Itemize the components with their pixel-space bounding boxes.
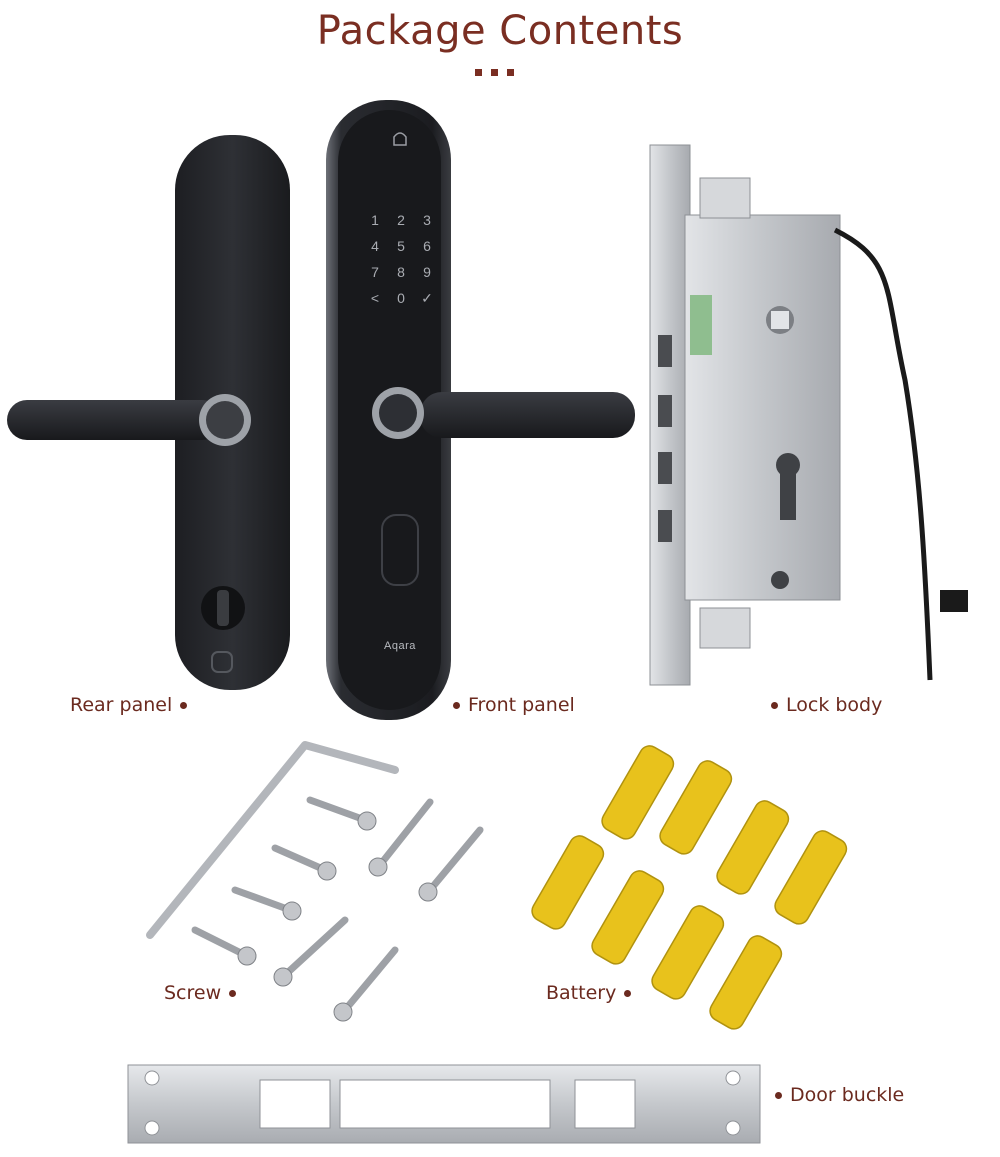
- battery-image: [531, 745, 848, 1030]
- keypad-key: 2: [397, 212, 405, 228]
- rear-panel-label: Rear panel: [70, 694, 195, 716]
- bullet-icon: [771, 702, 778, 709]
- keypad-key: 8: [397, 264, 405, 280]
- brand-logo: Aqara: [384, 640, 416, 652]
- keypad-key: 1: [371, 212, 379, 228]
- bullet-icon: [775, 1092, 782, 1099]
- page-title: Package Contents: [316, 8, 684, 54]
- rear-panel-image: [7, 135, 290, 690]
- title-divider: [475, 69, 514, 76]
- screw-label: Screw: [164, 982, 244, 1004]
- door-buckle-label: Door buckle: [767, 1084, 904, 1106]
- bullet-icon: [180, 702, 188, 709]
- keypad-key: 5: [397, 238, 405, 254]
- keypad-key: <: [370, 290, 380, 306]
- keypad-key: 7: [371, 264, 379, 280]
- keypad-key: ✓: [421, 290, 433, 306]
- lock-body-label: Lock body: [763, 694, 882, 716]
- keypad-key: 4: [371, 238, 379, 254]
- door-buckle-image: [127, 1064, 761, 1144]
- keypad-key: 6: [423, 238, 431, 254]
- bullet-icon: [229, 990, 237, 997]
- front-panel-label: Front panel: [445, 694, 575, 716]
- front-panel-keypad: 1 2 3 4 5 6 7 8 9 < 0 ✓: [362, 212, 440, 307]
- lock-body-image: [649, 144, 968, 686]
- screw-image: [146, 741, 484, 1022]
- front-panel-image: [326, 100, 635, 720]
- bullet-icon: [624, 990, 632, 997]
- bullet-icon: [453, 702, 460, 709]
- keypad-key: 9: [423, 264, 431, 280]
- keypad-key: 0: [397, 290, 405, 306]
- keypad-key: 3: [423, 212, 431, 228]
- battery-label: Battery: [546, 982, 639, 1004]
